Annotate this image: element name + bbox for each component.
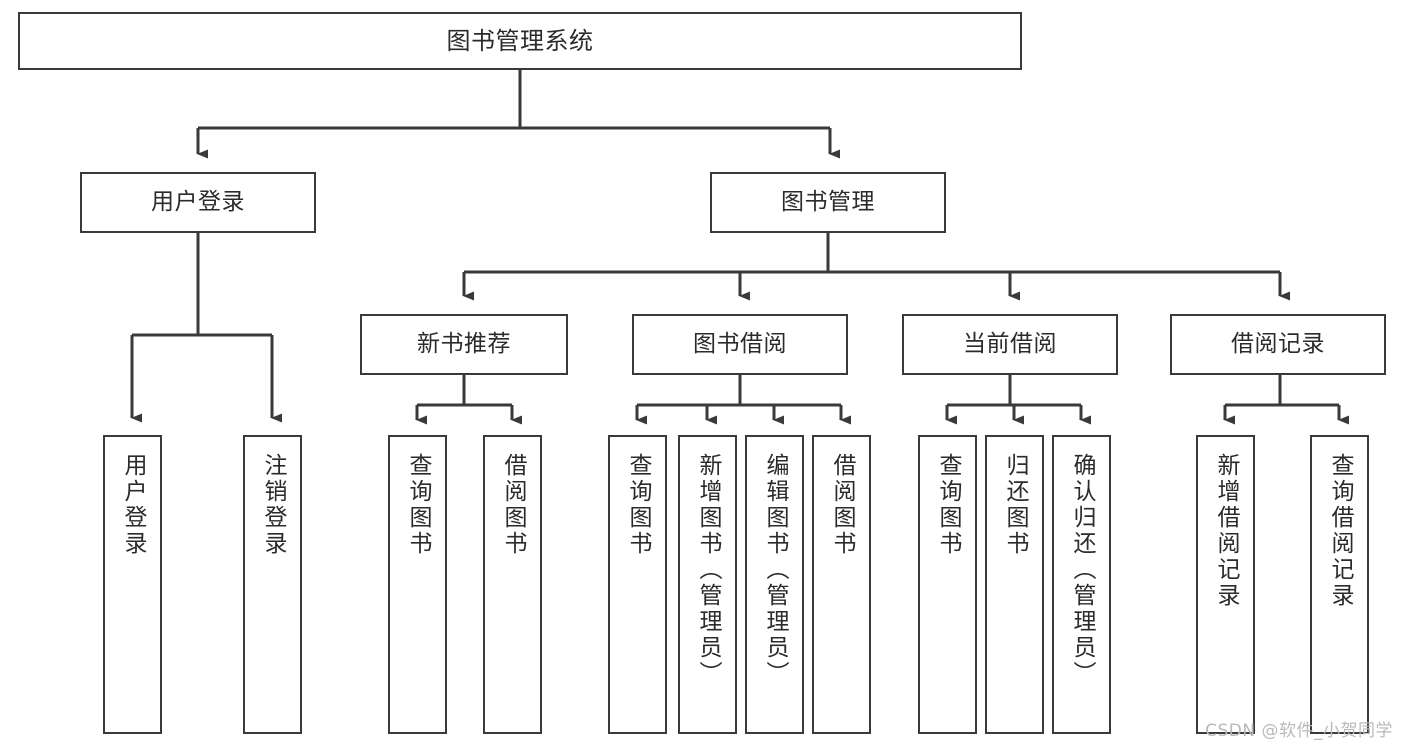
node-book-borrow-label: 图书借阅	[693, 330, 787, 357]
node-borrow-record[interactable]: 借阅记录	[1170, 314, 1386, 375]
node-borrow-record-label: 借阅记录	[1231, 330, 1325, 357]
node-book-management-label: 图书管理	[781, 188, 875, 215]
node-leaf-record-add-record-label: 新增借阅记录	[1213, 453, 1239, 609]
node-leaf-current-query-book[interactable]: 查询图书	[918, 435, 977, 734]
node-leaf-current-confirm-return-admin[interactable]: 确认归还（管理员）	[1052, 435, 1111, 734]
node-book-borrow[interactable]: 图书借阅	[632, 314, 848, 375]
node-leaf-borrow-add-book-admin[interactable]: 新增图书（管理员）	[678, 435, 737, 734]
node-leaf-recommend-borrow-book[interactable]: 借阅图书	[483, 435, 542, 734]
node-current-borrow-label: 当前借阅	[963, 330, 1057, 357]
node-leaf-borrow-query-book-label: 查询图书	[625, 453, 651, 557]
node-leaf-user-login-login-label: 用户登录	[120, 453, 146, 557]
node-leaf-current-confirm-return-admin-label: 确认归还（管理员）	[1069, 453, 1095, 687]
node-leaf-record-query-record[interactable]: 查询借阅记录	[1310, 435, 1369, 734]
node-leaf-borrow-add-book-admin-label: 新增图书（管理员）	[695, 453, 721, 687]
node-leaf-borrow-edit-book-admin[interactable]: 编辑图书（管理员）	[745, 435, 804, 734]
node-new-book-recommend-label: 新书推荐	[417, 330, 511, 357]
node-leaf-user-login-logout[interactable]: 注销登录	[243, 435, 302, 734]
csdn-watermark: CSDN @软件_小贺同学	[1205, 721, 1393, 741]
node-user-login[interactable]: 用户登录	[80, 172, 316, 233]
node-leaf-borrow-borrow-book[interactable]: 借阅图书	[812, 435, 871, 734]
node-current-borrow[interactable]: 当前借阅	[902, 314, 1118, 375]
node-user-login-label: 用户登录	[151, 188, 245, 215]
node-leaf-current-return-book[interactable]: 归还图书	[985, 435, 1044, 734]
node-leaf-current-query-book-label: 查询图书	[935, 453, 961, 557]
node-new-book-recommend[interactable]: 新书推荐	[360, 314, 568, 375]
node-leaf-borrow-query-book[interactable]: 查询图书	[608, 435, 667, 734]
node-root-system-label: 图书管理系统	[446, 26, 594, 55]
node-leaf-user-login-logout-label: 注销登录	[260, 453, 286, 557]
node-leaf-recommend-borrow-book-label: 借阅图书	[500, 453, 526, 557]
node-leaf-borrow-edit-book-admin-label: 编辑图书（管理员）	[762, 453, 788, 687]
node-leaf-record-add-record[interactable]: 新增借阅记录	[1196, 435, 1255, 734]
node-leaf-current-return-book-label: 归还图书	[1002, 453, 1028, 557]
node-leaf-borrow-borrow-book-label: 借阅图书	[829, 453, 855, 557]
node-root-system[interactable]: 图书管理系统	[18, 12, 1022, 70]
node-book-management[interactable]: 图书管理	[710, 172, 946, 233]
node-leaf-user-login-login[interactable]: 用户登录	[103, 435, 162, 734]
node-leaf-recommend-query-book-label: 查询图书	[405, 453, 431, 557]
node-leaf-record-query-record-label: 查询借阅记录	[1327, 453, 1353, 609]
node-leaf-recommend-query-book[interactable]: 查询图书	[388, 435, 447, 734]
